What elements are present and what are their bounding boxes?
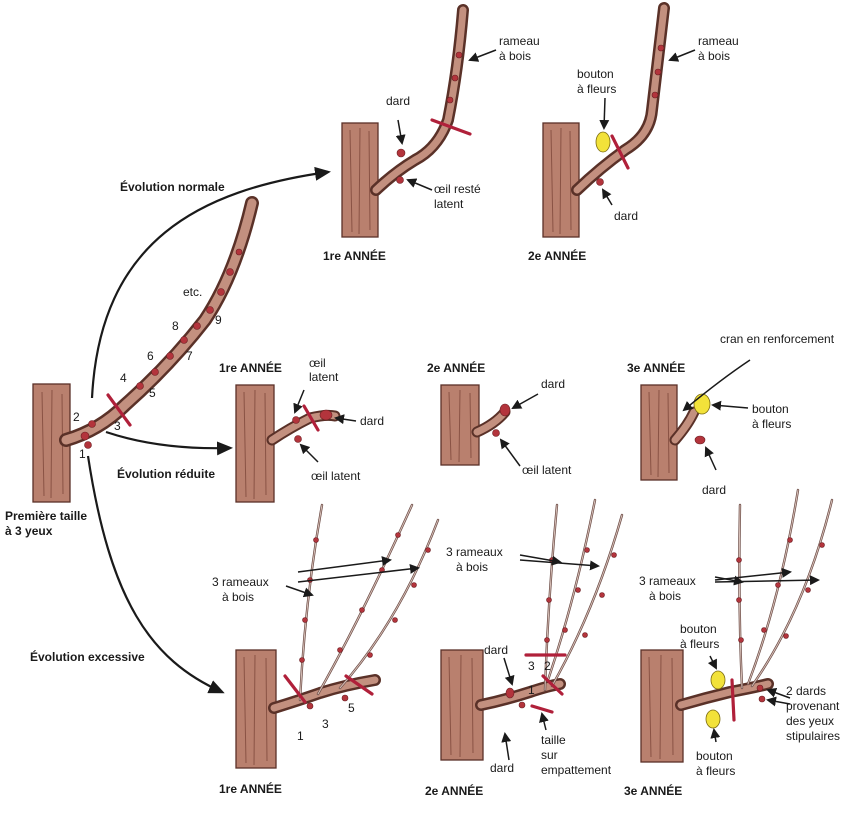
arrow-reduite xyxy=(105,430,233,456)
bouton-label-1: bouton xyxy=(577,67,614,81)
deux-dards-2: provenant xyxy=(786,699,840,713)
annee-3-label: 3e ANNÉE xyxy=(624,783,682,798)
trois-rameaux-2: à bois xyxy=(649,589,681,603)
dard-label: dard xyxy=(490,761,514,775)
oeil-latent-label: œil latent xyxy=(311,469,361,483)
eye-number-1: 1 xyxy=(79,447,86,461)
annee-1-label: 1re ANNÉE xyxy=(219,360,282,375)
rameau-label-2: à bois xyxy=(698,49,730,63)
etc-label: etc. xyxy=(183,285,202,299)
eye-number-9: 9 xyxy=(215,313,222,327)
premiere-taille-label-2: à 3 yeux xyxy=(5,524,53,538)
rameau-label-1: rameau xyxy=(499,34,540,48)
normal-year-2: bouton à fleurs dard rameau à bois 2e AN… xyxy=(528,2,739,263)
reduite-year-3: cran en renforcement bouton à fleurs dar… xyxy=(627,332,835,497)
eye-number-5: 5 xyxy=(149,386,156,400)
dard-label: dard xyxy=(614,209,638,223)
eye-number-7: 7 xyxy=(186,349,193,363)
dard-label: dard xyxy=(484,643,508,657)
excessive-year-3: 3 rameaux à bois bouton à fleurs bouton … xyxy=(624,488,840,798)
deux-dards-4: stipulaires xyxy=(786,729,840,743)
oeil-reste-latent-2: latent xyxy=(434,197,464,211)
evolution-reduite-label: Évolution réduite xyxy=(117,466,215,481)
taille-label-3: empattement xyxy=(541,763,612,777)
bouton-label-2: à fleurs xyxy=(680,637,719,651)
arrow-excessive xyxy=(86,455,225,694)
reduite-year-2: dard œil latent 2e ANNÉE xyxy=(427,360,572,477)
rameau-label-1: rameau xyxy=(698,34,739,48)
excessive-year-1: 1 3 5 3 rameaux à bois 1re ANNÉE xyxy=(212,503,440,796)
dard-label: dard xyxy=(541,377,565,391)
oeil-latent-1: œil xyxy=(309,356,326,370)
eye-number-3: 3 xyxy=(322,717,329,731)
premiere-taille-label-1: Première taille xyxy=(5,509,87,523)
evolution-excessive-label: Évolution excessive xyxy=(30,649,145,664)
bouton-label-1: bouton xyxy=(752,402,789,416)
annee-2-label: 2e ANNÉE xyxy=(427,360,485,375)
eye-number-3: 3 xyxy=(114,419,121,433)
annee-3-label: 3e ANNÉE xyxy=(627,360,685,375)
bouton-label-2: à fleurs xyxy=(577,82,616,96)
eye-number-4: 4 xyxy=(120,371,127,385)
eye-number-5: 5 xyxy=(348,701,355,715)
eye-number-1: 1 xyxy=(528,683,535,697)
oeil-latent-2: latent xyxy=(309,370,339,384)
annee-2-label: 2e ANNÉE xyxy=(425,783,483,798)
bouton-label-1: bouton xyxy=(696,749,733,763)
eye-number-6: 6 xyxy=(147,349,154,363)
eye-number-2: 2 xyxy=(544,659,551,673)
evolution-arrows: Évolution normale Évolution réduite Évol… xyxy=(30,166,331,694)
bouton-label-1: bouton xyxy=(680,622,717,636)
dard-label: dard xyxy=(386,94,410,108)
flower-bud xyxy=(595,131,611,153)
bud xyxy=(80,431,90,441)
reduite-year-1: œil latent dard œil latent 1re ANNÉE xyxy=(219,356,384,503)
annee-1-label: 1re ANNÉE xyxy=(323,248,386,263)
eye-number-2: 2 xyxy=(73,410,80,424)
evolution-normale-label: Évolution normale xyxy=(120,179,225,194)
flower-bud xyxy=(705,709,721,729)
oeil-reste-latent-1: œil resté xyxy=(434,182,481,196)
dard-label: dard xyxy=(360,414,384,428)
taille-label-2: sur xyxy=(541,748,558,762)
deux-dards-3: des yeux xyxy=(786,714,834,728)
trois-rameaux-1: 3 rameaux xyxy=(446,545,503,559)
main-plant: 2 3 1 4 5 6 7 8 9 etc. Première taille à… xyxy=(5,196,259,538)
cut-mark xyxy=(106,393,132,427)
arrow-normal xyxy=(90,166,331,399)
cran-label: cran en renforcement xyxy=(720,332,835,346)
trois-rameaux-1: 3 rameaux xyxy=(212,575,269,589)
eye-number-8: 8 xyxy=(172,319,179,333)
dard-label: dard xyxy=(702,483,726,497)
flower-bud xyxy=(693,393,711,415)
bouton-label-2: à fleurs xyxy=(696,764,735,778)
excessive-year-2: 3 2 1 3 rameaux à bois dard dard taille … xyxy=(425,498,624,798)
deux-dards-1: 2 dards xyxy=(786,684,826,698)
trois-rameaux-2: à bois xyxy=(456,560,488,574)
flower-bud xyxy=(710,670,726,690)
trois-rameaux-1: 3 rameaux xyxy=(639,574,696,588)
rameau-label-2: à bois xyxy=(499,49,531,63)
normal-year-1: dard œil resté latent rameau à bois 1re … xyxy=(323,4,540,263)
taille-label-1: taille xyxy=(541,733,566,747)
eye-number-3: 3 xyxy=(528,659,535,673)
oeil-latent-label: œil latent xyxy=(522,463,572,477)
annee-2-label: 2e ANNÉE xyxy=(528,248,586,263)
bouton-label-2: à fleurs xyxy=(752,417,791,431)
annee-1-label: 1re ANNÉE xyxy=(219,781,282,796)
trois-rameaux-2: à bois xyxy=(222,590,254,604)
eye-number-1: 1 xyxy=(297,729,304,743)
